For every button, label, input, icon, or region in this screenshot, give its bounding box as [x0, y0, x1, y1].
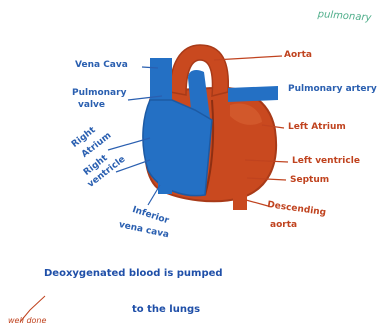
label-aorta: Aorta	[284, 50, 312, 60]
inferior-vena-cava-shape	[158, 168, 172, 194]
descending-aorta-shape	[233, 185, 247, 210]
caption-line-2: to the lungs	[132, 304, 200, 316]
label-pulmonary-valve-1: Pulmonary	[72, 88, 126, 98]
vena-cava-shape	[150, 58, 172, 100]
label-pulmonary-valve-2: valve	[78, 100, 105, 110]
pulmonary-artery-shape	[228, 86, 278, 102]
label-septum: Septum	[290, 175, 329, 185]
label-pulmonary-artery: Pulmonary artery	[288, 84, 377, 94]
caption-line-1: Deoxygenated blood is pumped	[44, 268, 223, 280]
label-left-ventricle: Left ventricle	[292, 156, 360, 166]
label-vena-cava: Vena Cava	[75, 60, 128, 70]
label-descending-aorta-2: aorta	[270, 220, 297, 230]
label-left-atrium: Left Atrium	[288, 122, 346, 132]
margin-note: well done	[8, 316, 46, 326]
